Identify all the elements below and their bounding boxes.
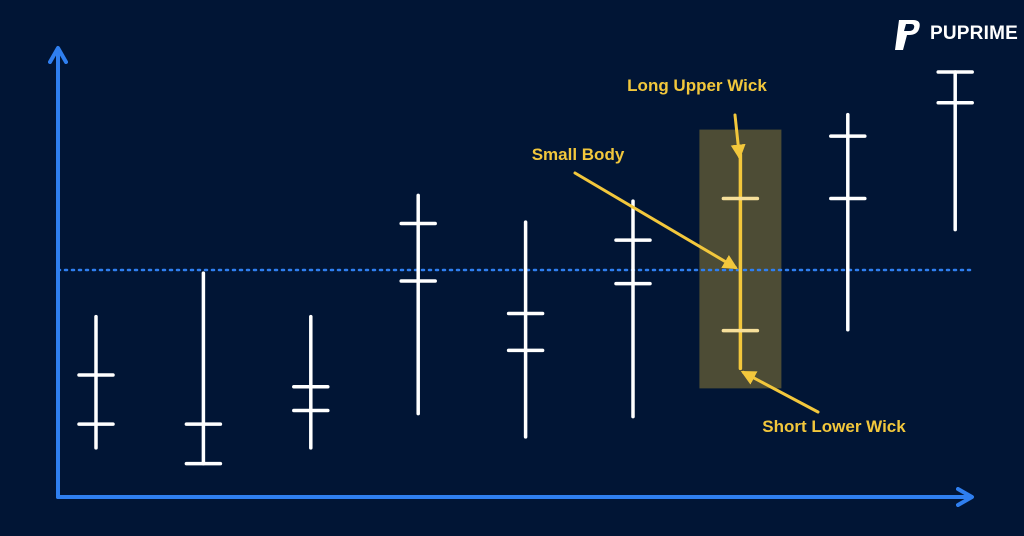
annotation-label: Short Lower Wick [762,417,906,436]
annotation-label: Small Body [532,145,625,164]
annotation-lower-wick: Short Lower Wick [740,370,906,436]
annotation-label: Long Upper Wick [627,76,767,95]
annotation-arrow [573,171,738,270]
annotation-body: Small Body [532,145,738,270]
candle-1 [77,314,115,450]
candle-3 [292,314,330,450]
annotation-arrow [730,113,746,160]
brand-logo: PUPRIME [886,14,1018,54]
annotation-upper-wick: Long Upper Wick [627,76,767,160]
candle-4 [399,193,437,416]
candle-2 [184,271,223,466]
candle-6 [614,199,652,419]
candle-9 [936,70,974,232]
candle-5 [506,220,545,439]
candle-7 [721,152,760,371]
puprime-logo-icon [895,20,920,50]
brand-name: PUPRIME [930,23,1018,44]
annotation-arrow [740,370,820,414]
candle-8 [829,112,867,332]
